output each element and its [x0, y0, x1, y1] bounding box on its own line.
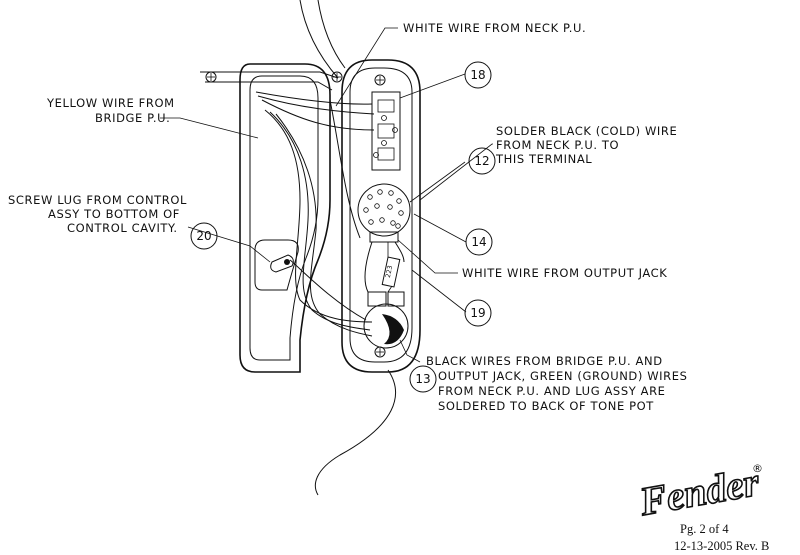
selector-switch	[371, 91, 401, 171]
callout-20: 20	[190, 222, 218, 250]
label-screw-lug-line2: ASSY TO BOTTOM OF	[48, 207, 180, 221]
label-yellow-wire-line2: BRIDGE P.U.	[95, 111, 170, 125]
registered-mark: ®	[752, 462, 763, 475]
label-solder-black-line3: THIS TERMINAL	[495, 152, 592, 166]
label-yellow-wire-line1: YELLOW WIRE FROM	[46, 96, 175, 110]
callout-19-label: 19	[470, 306, 485, 320]
callout-13: 13	[409, 365, 437, 393]
label-solder-black-line1: SOLDER BLACK (COLD) WIRE	[496, 124, 677, 138]
fender-logo: Fender ®	[635, 458, 764, 525]
label-screw-lug-line1: SCREW LUG FROM CONTROL	[8, 193, 187, 207]
label-white-wire-neck: WHITE WIRE FROM NECK P.U.	[403, 21, 586, 35]
screw-lug	[270, 254, 294, 273]
callout-13-label: 13	[415, 372, 430, 386]
guitar-body-outline	[200, 0, 396, 496]
callout-14: 14	[465, 228, 493, 256]
label-black-wires-line3: FROM NECK P.U. AND LUG ASSY ARE	[438, 384, 666, 398]
capacitor-value: 223	[384, 265, 394, 279]
label-screw-lug-line3: CONTROL CAVITY.	[67, 221, 178, 235]
callout-12: 12	[468, 147, 496, 175]
callout-18-label: 18	[470, 68, 485, 82]
label-black-wires-line4: SOLDERED TO BACK OF TONE POT	[438, 399, 654, 413]
fender-logo-text: Fender	[635, 459, 762, 524]
leader-lines	[160, 27, 493, 363]
label-solder-black-line2: FROM NECK P.U. TO	[496, 138, 619, 152]
callout-20-label: 20	[196, 229, 211, 243]
callout-14-label: 14	[471, 235, 486, 249]
tone-pot	[363, 291, 409, 349]
mounting-screws	[205, 71, 386, 358]
label-black-wires-line2: OUTPUT JACK, GREEN (GROUND) WIRES	[438, 369, 688, 383]
tone-components: 223	[381, 242, 401, 293]
callout-18: 18	[464, 61, 492, 89]
page-number: Pg. 2 of 4	[680, 522, 729, 536]
label-white-wire-output: WHITE WIRE FROM OUTPUT JACK	[462, 266, 667, 280]
callout-12-label: 12	[474, 154, 489, 168]
callout-19: 19	[464, 299, 492, 327]
volume-pot	[357, 183, 411, 243]
label-black-wires-line1: BLACK WIRES FROM BRIDGE P.U. AND	[426, 354, 663, 368]
date-revision: 12-13-2005 Rev. B	[674, 539, 769, 553]
